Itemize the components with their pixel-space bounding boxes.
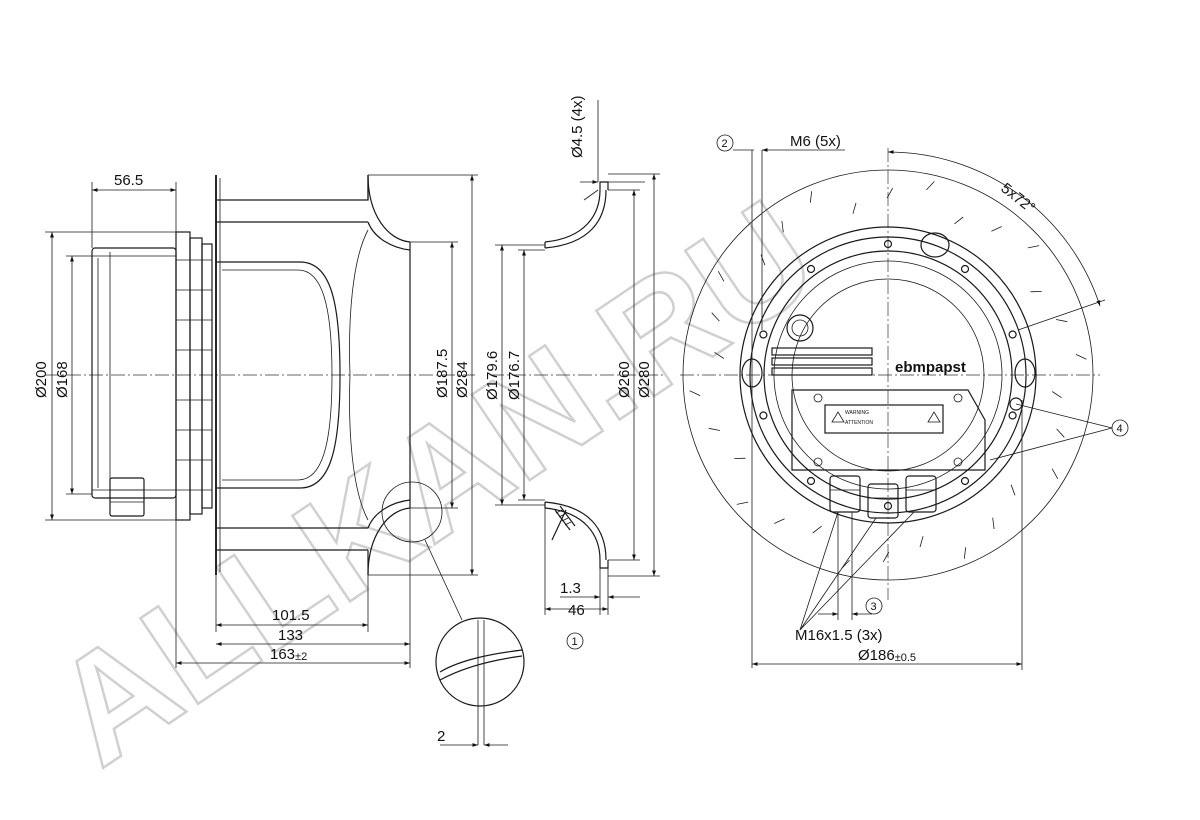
blade-mark [708,427,720,431]
detail-view-circle [435,617,525,707]
dim-dia-200: Ø200 [33,361,50,398]
cable-harness [771,347,873,376]
mounting-screw [551,505,576,541]
blade-mark [963,547,967,559]
terminal-box [791,389,986,471]
callout-3-circle [865,597,883,615]
bolt-hole [759,330,768,339]
bolt-hole [883,501,893,511]
side-view: 56.5 Ø200 Ø168 Ø187.5 Ø284 101.5 133 163… [33,172,525,747]
callout-4: 4 [1117,423,1123,435]
bolt-hole [759,411,768,420]
dim-133: 133 [278,627,303,644]
blade-mark [1056,428,1065,438]
dim-dia-186: Ø186±0.5 [858,647,916,664]
detail-marker-circle [381,481,443,543]
blade-mark [852,202,857,214]
blade-mark [1051,391,1062,399]
svg-text:ATTENTION: ATTENTION [845,420,873,426]
callout-2-circle [716,134,734,152]
motor-housing [91,247,177,499]
callout-1: 1 [572,636,578,648]
blade-mark [809,191,813,203]
dim-dia-260: Ø260 [616,361,633,398]
warning-label [824,404,944,434]
dim-dia-176-7: Ø176.7 [506,351,523,400]
brand-logo: ebmpapst [895,359,966,376]
blade-mark [1056,319,1068,323]
blade-mark [1075,354,1087,360]
blade-mark [714,351,725,359]
blade-mark [992,517,995,530]
dim-dia-179-6: Ø179.6 [484,351,501,400]
dim-angle: 5x72° [998,180,1039,217]
bolt-hole [1008,330,1017,339]
dim-101-5: 101.5 [272,607,310,624]
bolt-hole [960,264,970,274]
dim-dia-280: Ø280 [636,361,653,398]
dim-dia-168: Ø168 [54,361,71,398]
dim-dia-187-5: Ø187.5 [434,349,451,398]
blade-mark [919,536,924,548]
watermark: ALLKAN.RU [23,167,845,798]
blade-mark [717,271,725,282]
dim-163: 163±2 [270,646,307,663]
flange-plate [175,231,191,521]
blade-mark [954,216,964,225]
svg-text:ALLKAN.RU: ALLKAN.RU [24,168,843,797]
blade-mark [882,551,890,563]
cable-gland-side [109,477,145,517]
blade-mark [812,525,822,534]
bolt-hole [806,264,816,274]
blade-mark [1027,245,1040,249]
dim-56-5: 56.5 [114,172,143,189]
callout-2: 2 [722,138,728,150]
blade-mark [926,181,935,191]
dim-hole: Ø4.5 (4x) [569,95,586,158]
blade-mark [1051,468,1059,479]
callout-3: 3 [871,601,877,613]
dim-2: 2 [437,728,445,745]
bolt-hole [960,476,970,486]
dim-m6: M6 (5x) [790,133,841,150]
blade-mark [736,501,749,505]
bolt-hole [1008,411,1017,420]
blade-mark [781,220,784,233]
blade-mark [689,390,701,396]
dim-dia-284: Ø284 [454,361,471,398]
callout-4-circle [1111,419,1129,437]
front-view: ebmpapst WARNING ATTENTION 2 M6 (5x) [680,133,1129,670]
blade-mark [991,226,1002,232]
dim-m16: M16x1.5 (3x) [795,627,883,644]
dim-1-3: 1.3 [560,580,581,597]
cable-glands [829,475,937,519]
blade-mark [711,312,720,322]
inlet-ring-view: Ø4.5 (4x) Ø179.6 Ø176.7 Ø260 Ø280 1.3 46… [484,95,665,650]
blade-mark [1010,484,1016,496]
bolt-hole [806,476,816,486]
svg-text:WARNING: WARNING [845,410,869,416]
blade-mark [774,518,785,524]
callout-1-circle [566,632,584,650]
dim-46: 46 [568,602,585,619]
